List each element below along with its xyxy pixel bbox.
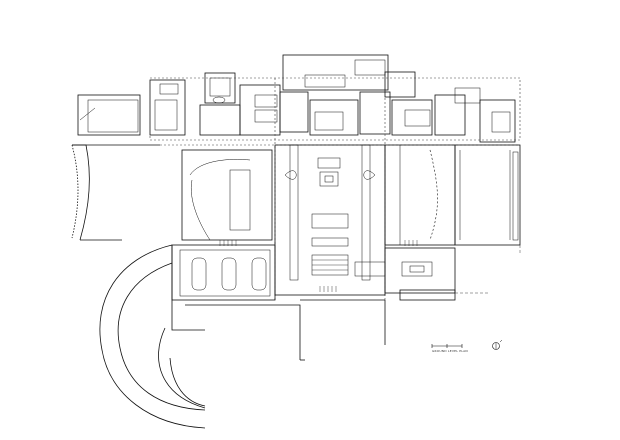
west-interior <box>181 149 273 241</box>
scale-bar <box>431 344 463 348</box>
curved-glass-wall <box>71 144 160 241</box>
site-boundary <box>455 244 521 294</box>
east-wing <box>384 144 521 301</box>
curved-driveway <box>99 244 206 429</box>
roof-outline-dashed <box>149 77 521 300</box>
dining-tables <box>354 261 433 277</box>
north-wing <box>77 54 516 143</box>
plan-title-label: GROUND LEVEL PLAN <box>432 349 468 353</box>
central-living-area <box>274 144 386 296</box>
lower-terrace <box>171 299 386 361</box>
north-arrow-icon <box>492 339 503 350</box>
stair-hatches <box>219 240 418 292</box>
garage <box>171 244 276 301</box>
